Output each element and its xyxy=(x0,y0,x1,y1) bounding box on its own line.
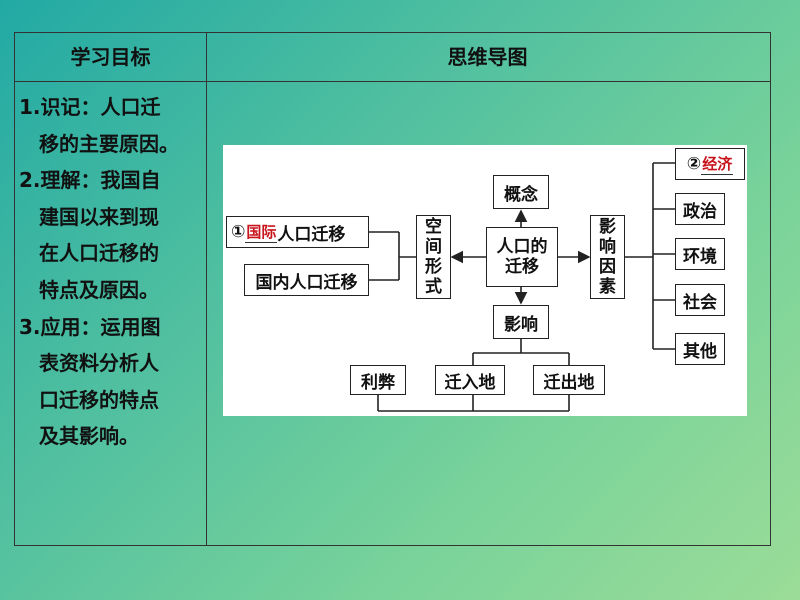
international-label: 人口迁移 xyxy=(277,224,346,245)
marker-1: ① xyxy=(231,222,246,242)
origin-node: 迁出地 xyxy=(533,365,605,395)
economic-factor-node: ② 经济 xyxy=(675,148,745,180)
header-mind-map: 思维导图 xyxy=(447,45,528,69)
marker-2: ② xyxy=(686,154,702,174)
politics-factor-node: 政治 xyxy=(675,193,725,225)
destination-node: 迁入地 xyxy=(435,365,505,395)
impact-node: 影响 xyxy=(493,305,549,339)
header-learning-objectives: 学习目标 xyxy=(70,45,151,69)
spatial-char: 间 xyxy=(425,237,442,257)
objective-line: 移的主要原因。 xyxy=(39,131,179,156)
column-divider xyxy=(206,33,207,545)
environment-factor-node: 环境 xyxy=(675,238,725,270)
society-factor-node: 社会 xyxy=(675,284,725,316)
factors-char: 素 xyxy=(599,277,616,297)
center-label-line1: 人口的 xyxy=(496,237,548,257)
mind-map-connectors xyxy=(369,162,675,412)
concept-node: 概念 xyxy=(493,175,549,209)
objective-line: 3.应用：运用图 xyxy=(19,314,161,339)
factors-char: 因 xyxy=(599,257,616,277)
content-table: 学习目标 思维导图 1.识记：人口迁 移的主要原因。 2.理解：我国自 建国以来… xyxy=(14,32,771,546)
pros-cons-node: 利弊 xyxy=(350,365,406,395)
factors-char: 响 xyxy=(599,237,616,257)
objective-line: 2.理解：我国自 xyxy=(19,168,161,193)
spatial-form-node: 空 间 形 式 xyxy=(416,215,451,299)
mind-map: 人口的 迁移 概念 空 间 形 式 ① 国际 人口迁移 国内人口迁移 影 响 因… xyxy=(223,145,747,416)
factors-node: 影 响 因 素 xyxy=(590,215,625,299)
header-divider xyxy=(15,81,770,82)
objective-line: 建国以来到现 xyxy=(39,204,159,229)
objective-line: 表资料分析人 xyxy=(39,351,159,376)
objective-line: 在人口迁移的 xyxy=(39,241,159,266)
objective-line: 特点及原因。 xyxy=(39,277,159,302)
answer-international: 国际 xyxy=(245,223,278,243)
spatial-char: 式 xyxy=(425,277,442,297)
objectives-text: 1.识记：人口迁 移的主要原因。 2.理解：我国自 建国以来到现 在人口迁移的 … xyxy=(19,89,205,455)
other-factor-node: 其他 xyxy=(675,333,725,365)
center-node: 人口的 迁移 xyxy=(486,227,558,287)
international-migration-node: ① 国际 人口迁移 xyxy=(226,216,369,248)
objective-line: 1.识记：人口迁 xyxy=(19,95,161,119)
objective-line: 口迁移的特点 xyxy=(39,387,159,412)
answer-economic: 经济 xyxy=(701,155,734,175)
objective-line: 及其影响。 xyxy=(39,424,139,449)
factors-char: 影 xyxy=(599,217,616,237)
center-label-line2: 迁移 xyxy=(505,257,539,277)
spatial-char: 空 xyxy=(425,217,442,237)
domestic-migration-node: 国内人口迁移 xyxy=(244,264,369,296)
spatial-char: 形 xyxy=(425,257,442,277)
